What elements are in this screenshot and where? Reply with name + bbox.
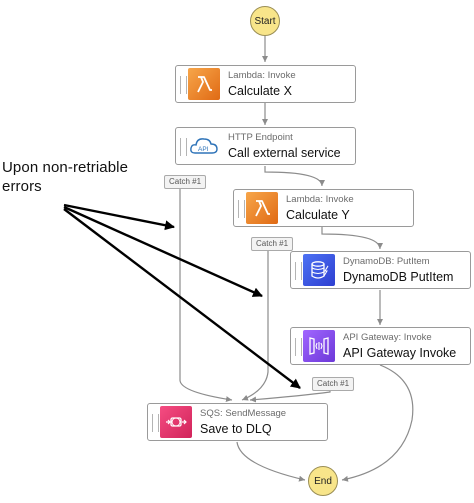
catch-label-calculate-y[interactable]: Catch #1 xyxy=(251,237,294,251)
drag-handle[interactable] xyxy=(295,338,302,356)
annotation-line-2: errors xyxy=(2,178,42,195)
start-node[interactable]: Start xyxy=(250,6,280,36)
step-type: SQS: SendMessage xyxy=(200,408,287,419)
catch-label-http[interactable]: Catch #1 xyxy=(164,175,207,189)
annotation-line-1: Upon non-retriable xyxy=(2,159,129,176)
edge-catch-api-gateway-to-dlq xyxy=(249,388,331,403)
sqs-icon xyxy=(160,406,192,438)
edge-dlq-to-end xyxy=(236,441,306,482)
api-gateway-icon xyxy=(303,330,335,362)
annotation-arrow-2 xyxy=(63,205,263,298)
step-dynamodb-putitem[interactable]: DynamoDB: PutItem DynamoDB PutItem xyxy=(290,251,471,289)
annotation-arrow-1 xyxy=(63,203,175,231)
lambda-icon xyxy=(246,192,278,224)
end-label: End xyxy=(314,475,332,487)
http-api-icon: API xyxy=(188,130,220,162)
edge-catch-calculate-y-to-dlq xyxy=(241,248,269,401)
step-name: Calculate Y xyxy=(286,208,350,222)
edge-api-gateway-to-end xyxy=(341,364,414,482)
dynamodb-icon xyxy=(303,254,335,286)
drag-handle[interactable] xyxy=(180,138,187,156)
step-name: Call external service xyxy=(228,146,341,160)
step-save-to-dlq[interactable]: SQS: SendMessage Save to DLQ xyxy=(147,403,328,441)
edge-catch-http-to-dlq xyxy=(179,185,233,403)
edge-calculate-y-to-dynamodb xyxy=(321,227,383,250)
drag-handle[interactable] xyxy=(180,76,187,94)
annotation-arrow-3 xyxy=(63,208,301,389)
step-calculate-y[interactable]: Lambda: Invoke Calculate Y xyxy=(233,189,414,227)
drag-handle[interactable] xyxy=(152,414,159,432)
step-name: Calculate X xyxy=(228,84,292,98)
step-call-external-service[interactable]: API HTTP Endpoint Call external service xyxy=(175,127,356,165)
step-type: API Gateway: Invoke xyxy=(343,332,432,343)
drag-handle[interactable] xyxy=(295,262,302,280)
drag-handle[interactable] xyxy=(238,200,245,218)
end-node[interactable]: End xyxy=(308,466,338,496)
step-type: Lambda: Invoke xyxy=(286,194,354,205)
step-name: Save to DLQ xyxy=(200,422,272,436)
step-name: DynamoDB PutItem xyxy=(343,270,454,284)
annotation-note: Upon non-retriable errors xyxy=(2,158,128,196)
step-type: Lambda: Invoke xyxy=(228,70,296,81)
step-type: DynamoDB: PutItem xyxy=(343,256,430,267)
http-api-icon-text: API xyxy=(198,146,209,153)
start-label: Start xyxy=(254,15,276,27)
edge-http-to-calculate-y xyxy=(264,166,325,187)
step-api-gateway-invoke[interactable]: API Gateway: Invoke API Gateway Invoke xyxy=(290,327,471,365)
step-calculate-x[interactable]: Lambda: Invoke Calculate X xyxy=(175,65,356,103)
step-type: HTTP Endpoint xyxy=(228,132,293,143)
catch-label-api-gateway[interactable]: Catch #1 xyxy=(312,377,355,391)
step-name: API Gateway Invoke xyxy=(343,346,457,360)
lambda-icon xyxy=(188,68,220,100)
